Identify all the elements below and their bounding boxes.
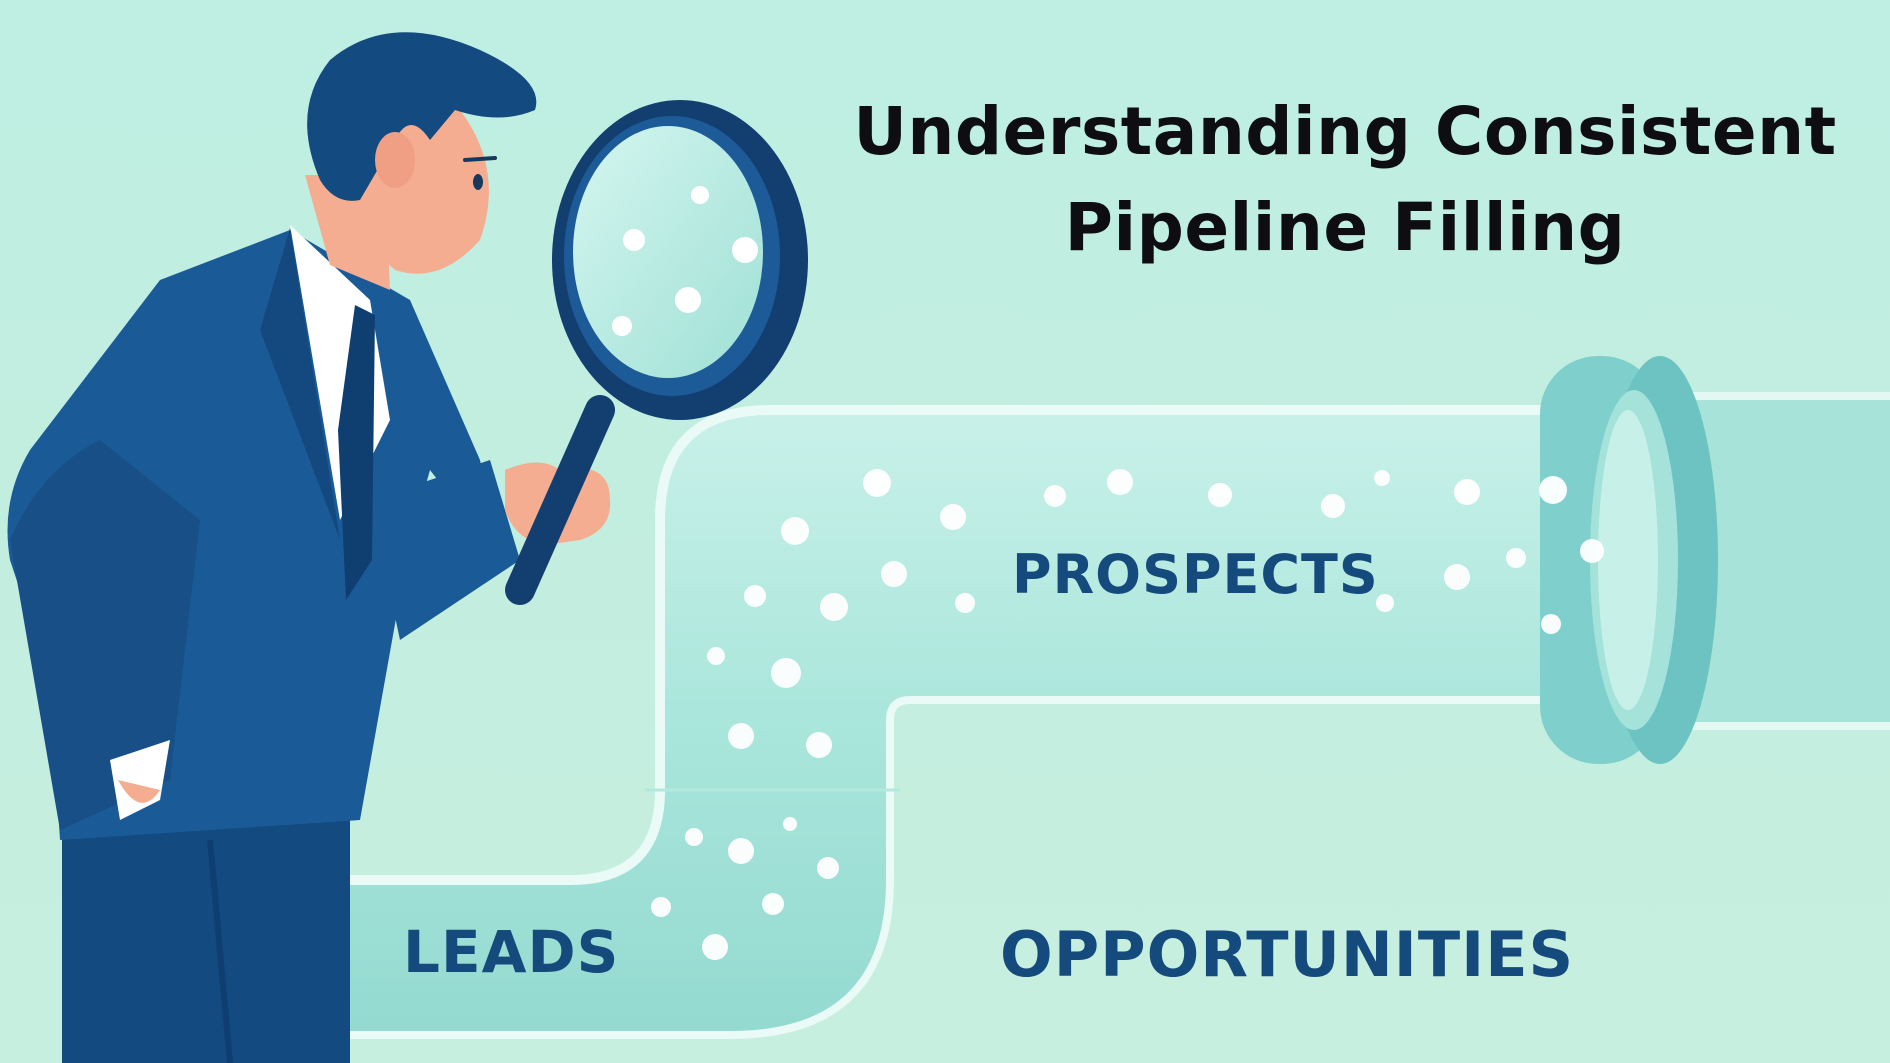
stage-label-prospects: PROSPECTS bbox=[1012, 543, 1379, 606]
pipe-flange bbox=[1540, 356, 1718, 764]
businessman-figure bbox=[7, 32, 611, 1063]
stage-label-opportunities: OPPORTUNITIES bbox=[1000, 918, 1575, 991]
hair bbox=[307, 32, 537, 201]
pipeline-bubbles bbox=[651, 469, 1604, 960]
eye bbox=[473, 174, 483, 190]
page-title: Understanding Consistent Pipeline Fillin… bbox=[840, 84, 1850, 276]
stage-label-leads: LEADS bbox=[403, 918, 620, 986]
trousers bbox=[62, 790, 350, 1063]
ear bbox=[375, 132, 415, 188]
title-line-2: Pipeline Filling bbox=[1064, 189, 1626, 266]
necktie bbox=[338, 305, 375, 600]
magnifying-glass-icon bbox=[505, 100, 808, 605]
title-line-1: Understanding Consistent bbox=[853, 93, 1837, 170]
pipeline-body bbox=[340, 405, 1620, 1039]
